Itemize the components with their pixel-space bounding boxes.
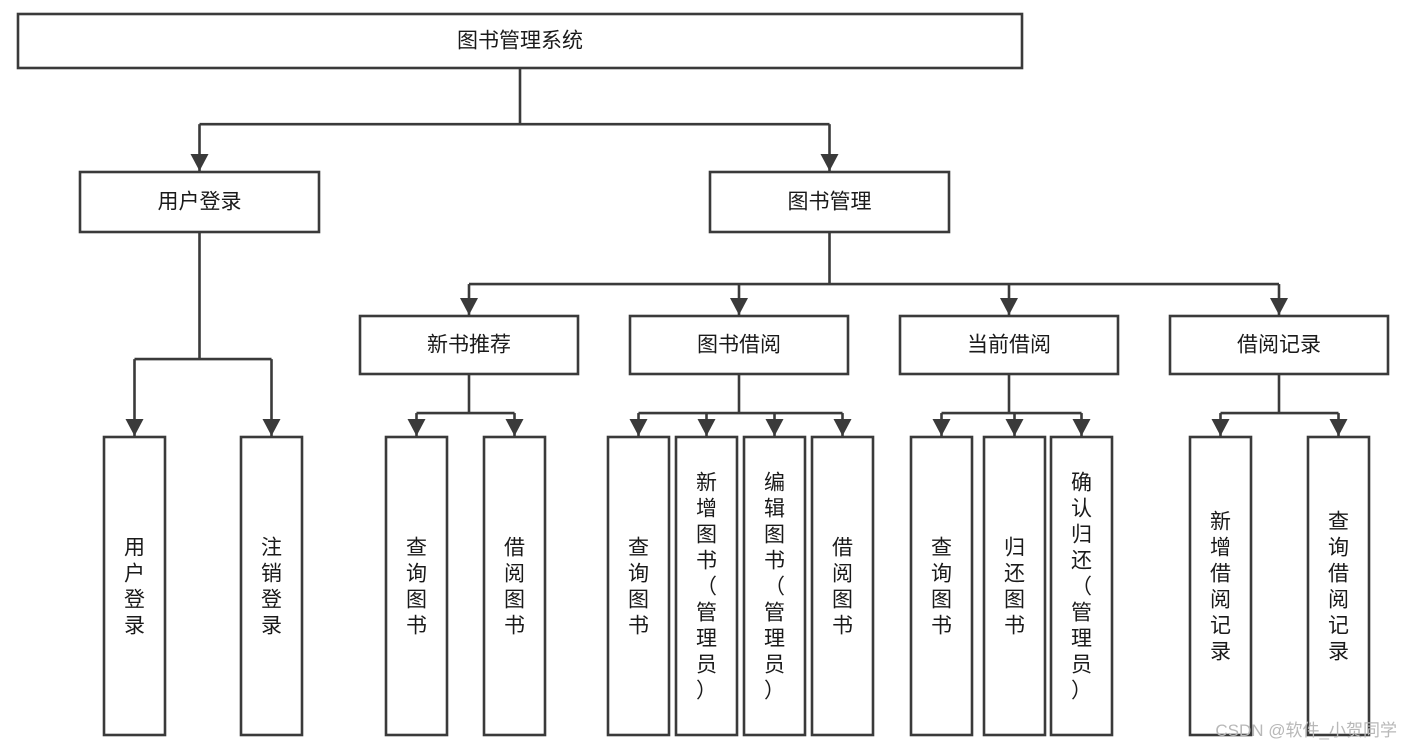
- node-label-leaf-return-book: 归还图书: [1004, 536, 1025, 637]
- node-label-root: 图书管理系统: [457, 30, 583, 53]
- node-label-leaf-add-record: 新增借阅记录: [1210, 510, 1231, 663]
- node-box-book-manage[interactable]: [708, 170, 951, 234]
- node-leaf[interactable]: 新增图书（管理员）: [674, 435, 739, 737]
- node-level2[interactable]: 用户登录: [78, 170, 321, 234]
- connector-arrow-icon: [262, 419, 281, 436]
- connector-arrow-icon: [730, 298, 748, 315]
- node-label-leaf-query-record: 查询借阅记录: [1328, 510, 1349, 663]
- connector-arrow-icon: [1329, 419, 1348, 436]
- node-label-leaf-query-book-1: 查询图书: [406, 536, 427, 637]
- connector-arrow-icon: [1072, 419, 1091, 436]
- node-box-leaf-user-login[interactable]: [102, 435, 167, 737]
- node-box-leaf-edit-book[interactable]: [742, 435, 807, 737]
- node-box-book-borrow[interactable]: [628, 314, 850, 376]
- connector-arrow-icon: [125, 419, 144, 436]
- connector-arrow-icon: [407, 419, 426, 436]
- node-label-current-borrow: 当前借阅: [967, 334, 1051, 357]
- node-label-leaf-user-login: 用户登录: [124, 536, 145, 637]
- node-leaf[interactable]: 新增借阅记录: [1188, 435, 1253, 737]
- node-box-leaf-add-record[interactable]: [1188, 435, 1253, 737]
- node-leaf[interactable]: 归还图书: [982, 435, 1047, 737]
- connector-arrow-icon: [1270, 298, 1288, 315]
- node-label-leaf-add-book: 新增图书（管理员）: [696, 471, 717, 702]
- node-level3[interactable]: 借阅记录: [1168, 314, 1390, 376]
- node-box-leaf-logout[interactable]: [239, 435, 304, 737]
- node-leaf[interactable]: 查询图书: [606, 435, 671, 737]
- connector-arrow-icon: [460, 298, 478, 315]
- node-box-current-borrow[interactable]: [898, 314, 1120, 376]
- node-box-leaf-borrow-book-1[interactable]: [482, 435, 547, 737]
- node-label-user-login: 用户登录: [158, 191, 242, 214]
- node-box-leaf-return-book[interactable]: [982, 435, 1047, 737]
- connector-arrow-icon: [833, 419, 852, 436]
- node-leaf[interactable]: 借阅图书: [482, 435, 547, 737]
- node-label-leaf-edit-book: 编辑图书（管理员）: [764, 471, 785, 702]
- node-level3[interactable]: 当前借阅: [898, 314, 1120, 376]
- node-level3[interactable]: 图书借阅: [628, 314, 850, 376]
- node-label-leaf-borrow-book-1: 借阅图书: [504, 536, 525, 637]
- node-label-leaf-query-book-3: 查询图书: [931, 536, 952, 637]
- node-box-root[interactable]: [16, 12, 1024, 70]
- node-label-new-book-recommend: 新书推荐: [427, 334, 511, 357]
- connector-arrow-icon: [932, 419, 951, 436]
- node-leaf[interactable]: 查询借阅记录: [1306, 435, 1371, 737]
- connector-layer: [125, 68, 1348, 436]
- node-box-leaf-borrow-book-2[interactable]: [810, 435, 875, 737]
- connector-arrow-icon: [1000, 298, 1018, 315]
- node-level3[interactable]: 新书推荐: [358, 314, 580, 376]
- node-label-borrow-record: 借阅记录: [1237, 334, 1321, 357]
- node-layer: 图书管理系统用户登录图书管理新书推荐图书借阅当前借阅借阅记录用户登录注销登录查询…: [16, 12, 1390, 737]
- node-box-leaf-query-book-3[interactable]: [909, 435, 974, 737]
- node-label-leaf-logout: 注销登录: [261, 536, 282, 637]
- node-box-borrow-record[interactable]: [1168, 314, 1390, 376]
- connector-arrow-icon: [765, 419, 784, 436]
- node-box-leaf-confirm-return[interactable]: [1049, 435, 1114, 737]
- node-box-leaf-add-book[interactable]: [674, 435, 739, 737]
- node-leaf[interactable]: 编辑图书（管理员）: [742, 435, 807, 737]
- node-leaf[interactable]: 确认归还（管理员）: [1049, 435, 1114, 737]
- node-label-leaf-borrow-book-2: 借阅图书: [832, 536, 853, 637]
- node-box-new-book-recommend[interactable]: [358, 314, 580, 376]
- node-label-leaf-query-book-2: 查询图书: [628, 536, 649, 637]
- node-leaf[interactable]: 查询图书: [384, 435, 449, 737]
- node-leaf[interactable]: 借阅图书: [810, 435, 875, 737]
- connector-arrow-icon: [190, 154, 209, 171]
- node-box-leaf-query-book-1[interactable]: [384, 435, 449, 737]
- connector-arrow-icon: [629, 419, 648, 436]
- node-box-user-login[interactable]: [78, 170, 321, 234]
- connector-arrow-icon: [820, 154, 839, 171]
- node-root[interactable]: 图书管理系统: [16, 12, 1024, 70]
- connector-arrow-icon: [697, 419, 716, 436]
- connector-arrow-icon: [1211, 419, 1230, 436]
- node-box-leaf-query-record[interactable]: [1306, 435, 1371, 737]
- node-leaf[interactable]: 查询图书: [909, 435, 974, 737]
- node-label-book-borrow: 图书借阅: [697, 334, 781, 357]
- node-label-leaf-confirm-return: 确认归还（管理员）: [1071, 471, 1092, 702]
- node-box-leaf-query-book-2[interactable]: [606, 435, 671, 737]
- connector-arrow-icon: [1005, 419, 1024, 436]
- node-level2[interactable]: 图书管理: [708, 170, 951, 234]
- node-leaf[interactable]: 注销登录: [239, 435, 304, 737]
- connector-arrow-icon: [505, 419, 524, 436]
- node-leaf[interactable]: 用户登录: [102, 435, 167, 737]
- node-label-book-manage: 图书管理: [788, 191, 872, 214]
